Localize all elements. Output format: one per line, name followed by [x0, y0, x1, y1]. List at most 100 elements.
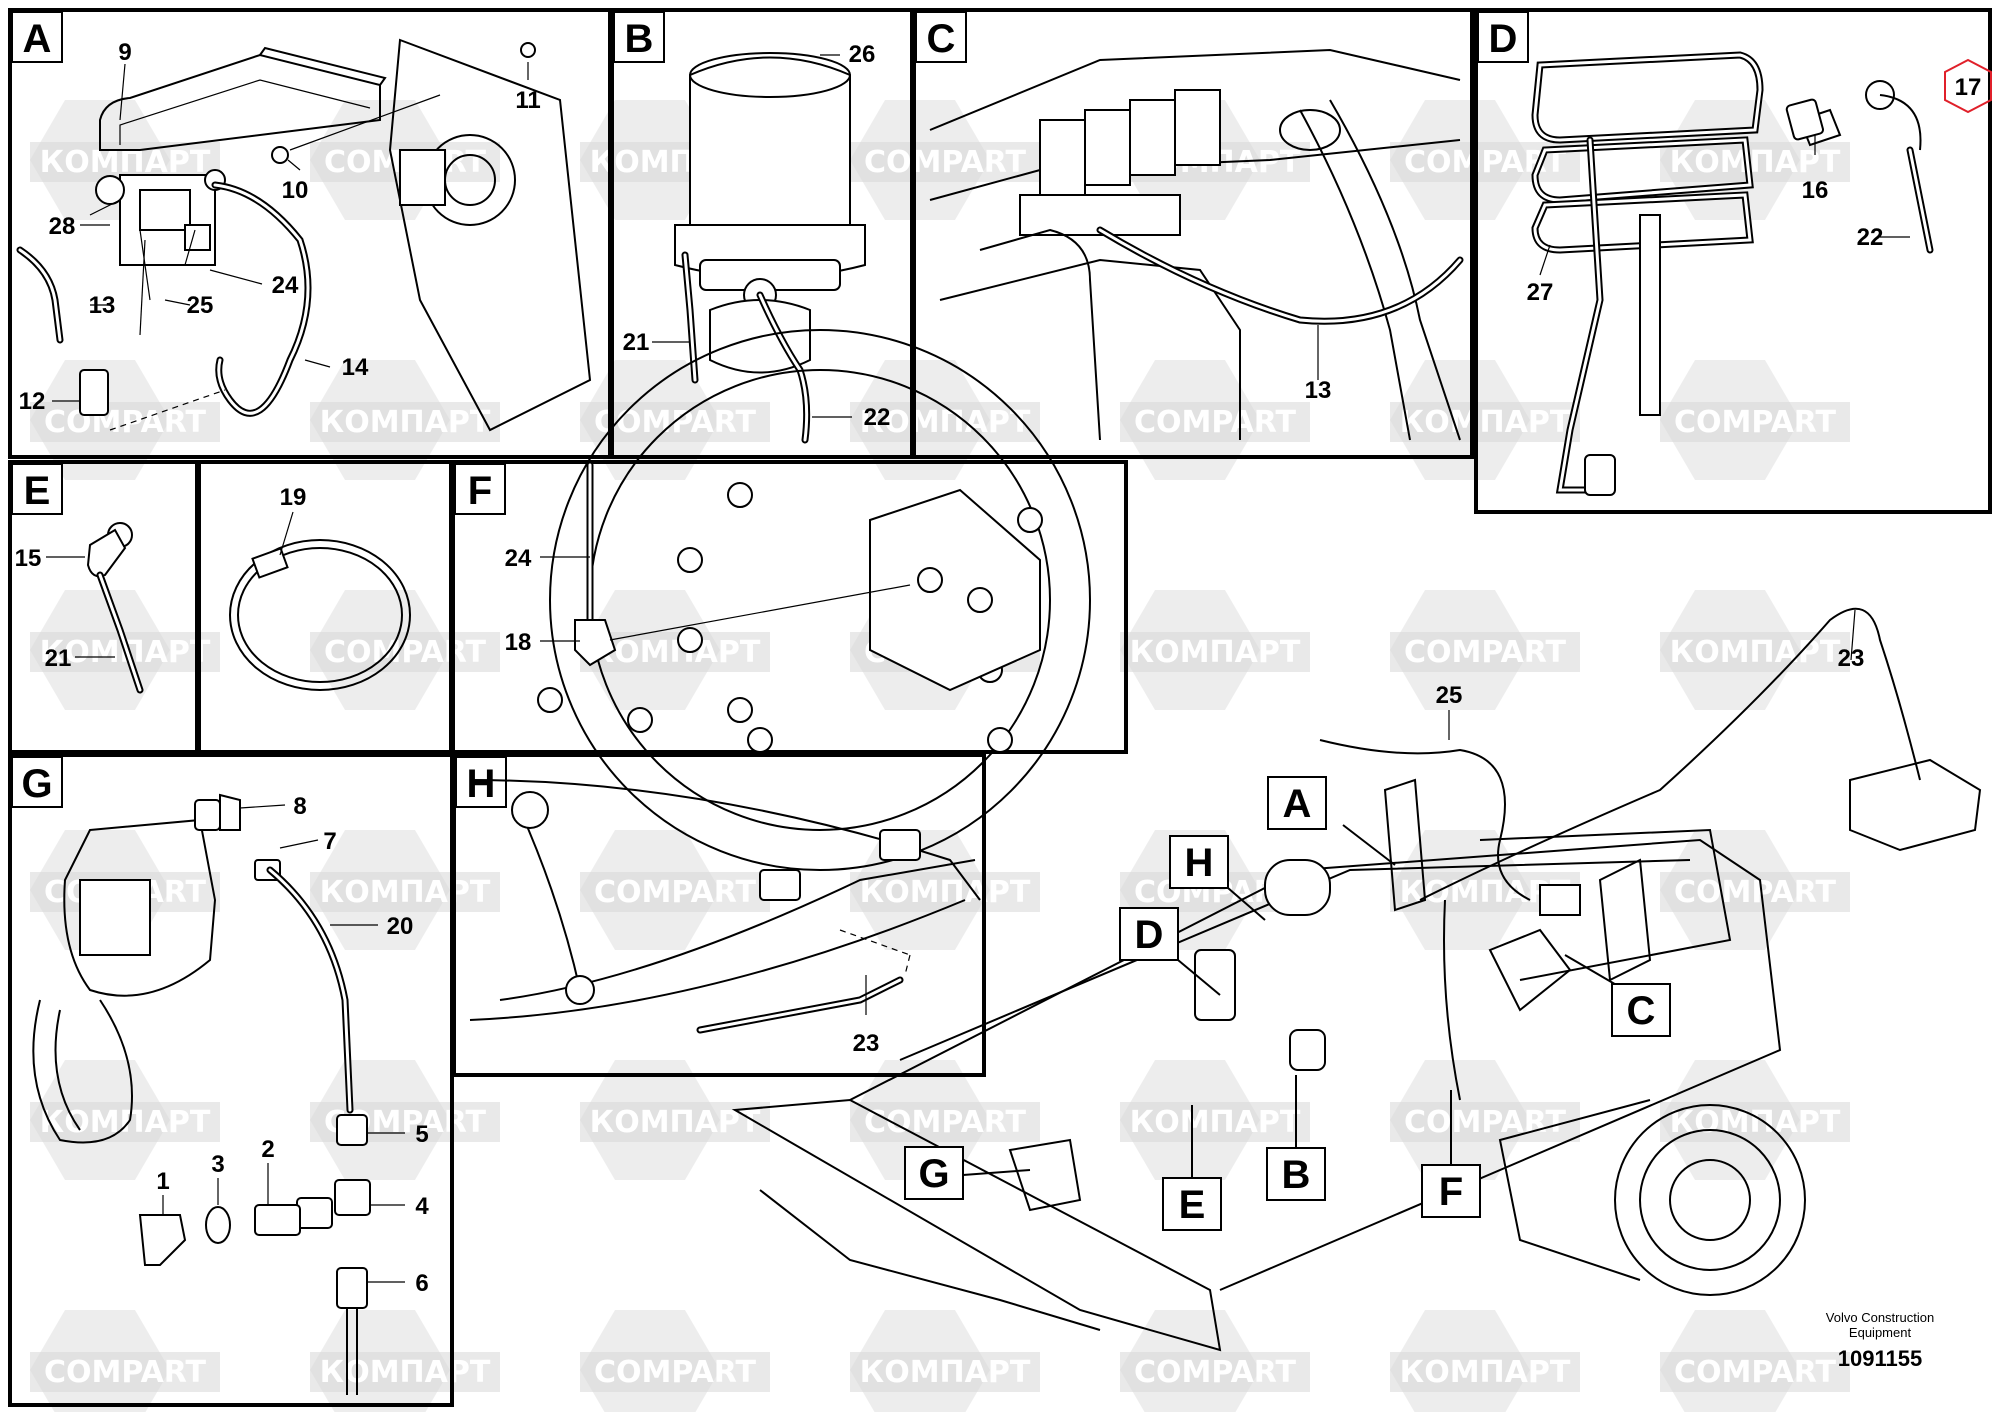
callout-h[interactable]: H	[1169, 835, 1266, 921]
callout-c-text: C	[1627, 989, 1656, 1033]
watermark-tile: КОМПАРТ	[310, 830, 500, 950]
part-label-8: 8	[293, 793, 306, 820]
watermark-text: COMPART	[1674, 875, 1837, 910]
watermark-text: КОМПАРТ	[860, 1355, 1031, 1390]
panel-h-drawing	[469, 779, 981, 1034]
callout-d-text: D	[1135, 913, 1164, 957]
panel-b-drawing	[674, 52, 866, 444]
watermark-text: COMPART	[1674, 405, 1837, 440]
footer-credit: Volvo Construction Equipment 1091155	[1800, 1310, 1960, 1372]
panel-letter-f: F	[454, 463, 506, 515]
watermark-text: COMPART	[1674, 1355, 1837, 1390]
panel-frames	[8, 8, 1992, 1407]
part-label-1: 1	[156, 1168, 169, 1195]
part-label-12: 12	[19, 388, 46, 415]
part-label-22-d: 22	[1857, 224, 1884, 251]
callout-b-text: B	[1282, 1153, 1311, 1197]
watermark-tile: COMPART	[30, 360, 220, 480]
watermark-tile: КОМПАРТ	[1120, 1060, 1310, 1180]
panel-a-drawing	[16, 38, 592, 432]
panel-d-drawing	[1531, 51, 1992, 496]
panel-letter-g: G	[11, 756, 63, 808]
watermark-tile: COMPART	[850, 100, 1040, 220]
callout-h-text: H	[1185, 841, 1214, 885]
part-label-22: 22	[864, 404, 891, 431]
part-label-14: 14	[342, 354, 369, 381]
part-label-13: 13	[89, 292, 116, 319]
watermark-tile: COMPART	[1390, 1060, 1580, 1180]
watermark-text: КОМПАРТ	[860, 405, 1031, 440]
machine-overview-drawing	[731, 607, 1982, 1352]
watermark-tile: КОМПАРТ	[1660, 590, 1850, 710]
watermark-text: COMPART	[864, 1105, 1027, 1140]
panel-letter-a: A	[11, 11, 63, 63]
callout-e[interactable]: E	[1162, 1105, 1222, 1231]
highlight-hexagon-17	[1944, 58, 1992, 114]
watermark-tile: КОМПАРТ	[580, 1060, 770, 1180]
watermark-text: COMPART	[1134, 1355, 1297, 1390]
part-label-3: 3	[211, 1151, 224, 1178]
part-label-26: 26	[849, 41, 876, 68]
part-label-13-c: 13	[1305, 377, 1332, 404]
watermark-text: КОМПАРТ	[1670, 635, 1841, 670]
watermark-tile: COMPART	[1660, 830, 1850, 950]
watermark-text: КОМПАРТ	[1130, 635, 1301, 670]
watermark-text: КОМПАРТ	[590, 1105, 761, 1140]
part-label-15: 15	[15, 545, 42, 572]
part-label-17: 17	[1955, 74, 1982, 101]
watermark-tile: COMPART	[1660, 1310, 1850, 1412]
watermark-text: КОМПАРТ	[1400, 1355, 1571, 1390]
panel-letter-c-text: C	[927, 17, 956, 61]
part-label-4: 4	[415, 1193, 429, 1220]
manufacturer-name: Volvo Construction Equipment	[1825, 1310, 1935, 1340]
callout-e-text: E	[1179, 1183, 1206, 1227]
watermark-text: КОМПАРТ	[590, 635, 761, 670]
watermark-tile: КОМПАРТ	[1120, 590, 1310, 710]
panel-g-frame	[8, 753, 454, 1407]
watermark-tile: COMPART	[1120, 1310, 1310, 1412]
panel-f-frame	[451, 460, 1128, 754]
watermark-text: COMPART	[594, 875, 757, 910]
part-label-10: 10	[282, 177, 309, 204]
part-label-21: 21	[623, 329, 650, 356]
watermark-tile: КОМПАРТ	[30, 1060, 220, 1180]
panel-letter-e: E	[11, 463, 63, 515]
watermark-tile: КОМПАРТ	[310, 360, 500, 480]
panel-19-drawing	[229, 539, 411, 691]
watermark-text: COMPART	[1404, 635, 1567, 670]
watermark-text: COMPART	[44, 1355, 207, 1390]
watermark-text: COMPART	[594, 1355, 757, 1390]
watermark-tile: КОМПАРТ	[580, 590, 770, 710]
part-label-24: 24	[272, 272, 299, 299]
panel-letter-c: C	[915, 11, 967, 63]
watermark-tile: КОМПАРТ	[1390, 1310, 1580, 1412]
panel-letter-b-text: B	[625, 17, 654, 61]
watermark-text: КОМПАРТ	[320, 1355, 491, 1390]
panel-letter-b: B	[613, 11, 665, 63]
part-label-28: 28	[49, 213, 76, 240]
part-label-19: 19	[280, 484, 307, 511]
leader-lines	[46, 54, 1910, 1283]
part-number-labels: 9 11 10 28 24 13 25 14 12 26 21 22 13 17…	[15, 39, 1982, 1297]
callout-f-text: F	[1439, 1170, 1463, 1214]
watermark-text: КОМПАРТ	[320, 875, 491, 910]
watermark-text: COMPART	[44, 405, 207, 440]
callout-d[interactable]: D	[1119, 907, 1221, 996]
part-label-9: 9	[118, 39, 131, 66]
callout-f[interactable]: F	[1421, 1090, 1481, 1218]
part-label-23-h: 23	[853, 1030, 880, 1057]
watermark-text: КОМПАРТ	[1670, 145, 1841, 180]
watermark-text: КОМПАРТ	[1130, 1105, 1301, 1140]
panel-letter-f-text: F	[468, 469, 492, 513]
panel-e-drawing	[86, 522, 144, 694]
callout-g[interactable]: G	[904, 1146, 1031, 1200]
panel-letter-d-text: D	[1489, 17, 1518, 61]
callout-a[interactable]: A	[1267, 776, 1396, 866]
watermark-tile: КОМПАРТ	[850, 1310, 1040, 1412]
callout-c[interactable]: C	[1564, 954, 1671, 1037]
watermark-text: COMPART	[1404, 1105, 1567, 1140]
callout-b[interactable]: B	[1266, 1075, 1326, 1201]
watermark-tile: COMPART	[580, 830, 770, 950]
panel-letter-h: H	[455, 756, 507, 808]
